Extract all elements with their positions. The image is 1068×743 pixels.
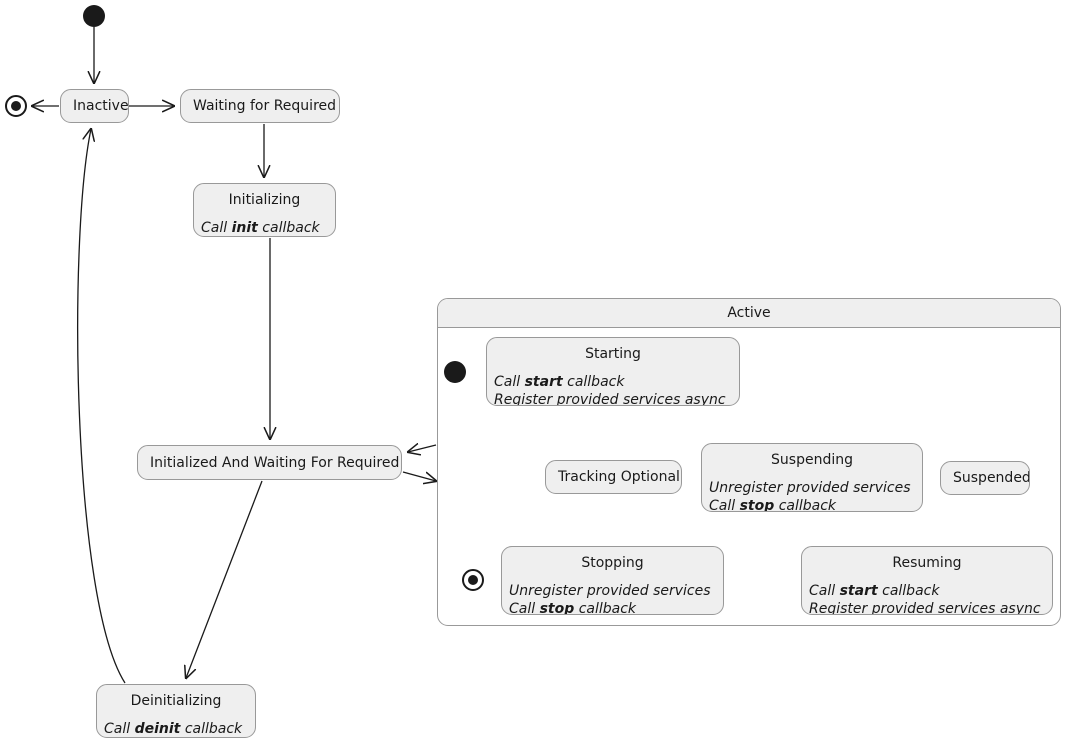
state-suspended[interactable]: Suspended (940, 461, 1030, 495)
state-waiting-for-required[interactable]: Waiting for Required (180, 89, 340, 123)
edge-deinitializing-to-inactive (77, 129, 126, 684)
state-stopping-title: Stopping (581, 555, 644, 571)
state-resuming-line-1: Register provided services async (809, 600, 1041, 615)
state-suspending-line-0: Unregister provided services (709, 480, 911, 496)
state-resuming-title: Resuming (892, 555, 962, 571)
state-stopping-body: Unregister provided services Call stop c… (502, 578, 723, 615)
edge-initialized-to-active (402, 471, 436, 481)
state-stopping-line-1: Call stop callback (509, 600, 637, 615)
state-inactive-title: Inactive (73, 98, 129, 114)
state-starting-title: Starting (585, 346, 641, 362)
state-starting-line-1: Register provided services async (494, 391, 726, 406)
initial-state-active (444, 361, 466, 383)
state-starting-line-0: Call start callback (494, 374, 625, 390)
state-deinitializing-title: Deinitializing (130, 693, 222, 709)
state-resuming-body: Call start callback Register provided se… (802, 578, 1052, 615)
state-deinitializing-line-0: Call deinit callback (104, 721, 243, 737)
state-deinitializing[interactable]: Deinitializing Call deinit callback (96, 684, 256, 738)
state-tracking-optional-title: Tracking Optional (558, 469, 680, 485)
state-initializing-line-0: Call init callback (201, 220, 320, 236)
state-suspending-line-1: Call stop callback (709, 497, 837, 512)
state-initializing-body: Call init callback (194, 215, 335, 236)
state-waiting-for-required-title: Waiting for Required (193, 98, 337, 114)
state-suspending[interactable]: Suspending Unregister provided services … (701, 443, 923, 512)
edge-active-to-initialized (408, 445, 437, 452)
composite-state-active-title: Active (438, 299, 1060, 328)
state-starting[interactable]: Starting Call start callback Register pr… (486, 337, 740, 406)
state-tracking-optional[interactable]: Tracking Optional (545, 460, 682, 494)
state-suspended-title: Suspended (953, 470, 1030, 486)
state-resuming-line-0: Call start callback (809, 583, 940, 599)
state-resuming[interactable]: Resuming Call start callback Register pr… (801, 546, 1053, 615)
state-initializing[interactable]: Initializing Call init callback (193, 183, 336, 237)
state-starting-body: Call start callback Register provided se… (487, 369, 739, 406)
edge-initialized-to-deinitializing (186, 480, 263, 678)
state-inactive[interactable]: Inactive (60, 89, 129, 123)
initial-state-top (83, 5, 105, 27)
state-suspending-title: Suspending (771, 452, 853, 468)
state-initialized-and-waiting-for-required-title: Initialized And Waiting For Required (150, 454, 400, 471)
state-initialized-and-waiting-for-required[interactable]: Initialized And Waiting For Required (137, 445, 402, 480)
state-stopping[interactable]: Stopping Unregister provided services Ca… (501, 546, 724, 615)
final-state-stopping (462, 569, 484, 591)
state-stopping-line-0: Unregister provided services (509, 583, 711, 599)
state-suspending-body: Unregister provided services Call stop c… (702, 475, 922, 512)
state-deinitializing-body: Call deinit callback (97, 716, 255, 737)
final-state-left (5, 95, 27, 117)
state-initializing-title: Initializing (228, 192, 301, 208)
